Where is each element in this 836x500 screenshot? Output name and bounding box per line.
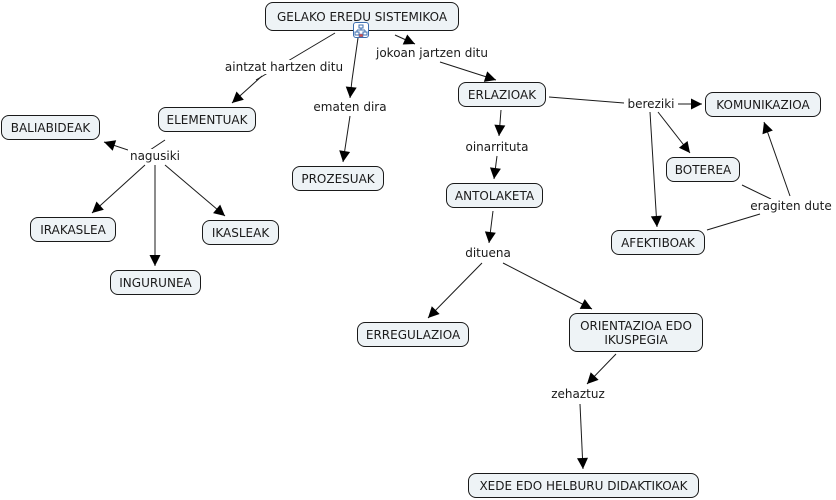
link-ematen-dira[interactable]: ematen dira (311, 100, 389, 114)
concept-label: XEDE EDO HELBURU DIDAKTIKOAK (479, 478, 688, 493)
edge-nagusiki-to-irakaslea (91, 164, 146, 214)
arrowhead-icon (345, 86, 357, 98)
concept-label: ANTOLAKETA (454, 188, 535, 203)
link-nagusiki[interactable]: nagusiki (127, 149, 183, 163)
arrowhead-icon (428, 306, 440, 318)
hierarchy-glyph (354, 24, 368, 38)
concept-label: BALIABIDEAK (10, 120, 91, 135)
arrowhead-icon (339, 150, 351, 162)
concept-elementuak[interactable]: ELEMENTUAK (158, 107, 256, 132)
link-jokoan-jartzen-ditu[interactable]: jokoan jartzen ditu (373, 46, 491, 60)
arrowhead-icon (92, 201, 104, 213)
concept-map-hierarchy-icon[interactable] (353, 22, 369, 38)
link-oinarrituta[interactable]: oinarrituta (463, 140, 531, 154)
link-zehaztuz[interactable]: zehaztuz (549, 387, 607, 401)
edge-erlazioak-to-bereziki (548, 96, 625, 104)
concept-label: AFEKTIBOAK (621, 235, 695, 250)
edge-afektiboak-to-eragiten (706, 213, 761, 231)
arrowhead-icon (576, 457, 588, 469)
arrowhead-icon (762, 122, 773, 135)
edge-boterea-to-eragiten (741, 184, 772, 200)
concept-afektiboak[interactable]: AFEKTIBOAK (611, 230, 705, 255)
link-eragiten-dute[interactable]: eragiten dute (748, 199, 834, 213)
concept-ikasleak[interactable]: IKASLEAK (202, 220, 279, 245)
arrowhead-icon (650, 215, 662, 227)
concept-orientazioa-edo-ikuspegia[interactable]: ORIENTAZIOA EDO IKUSPEGIA (569, 313, 703, 352)
arrowhead-icon (104, 140, 117, 151)
link-dituena[interactable]: dituena (463, 246, 513, 260)
link-bereziki[interactable]: bereziki (625, 97, 677, 111)
concept-label: IKASLEAK (211, 225, 270, 240)
edge-bereziki-to-afektiboak (649, 111, 658, 228)
arrowhead-icon (691, 98, 702, 110)
edge-eragiten-to-komunikazioa (763, 121, 791, 197)
arrowhead-icon (232, 91, 244, 103)
arrowhead-icon (483, 71, 496, 82)
concept-antolaketa[interactable]: ANTOLAKETA (446, 183, 543, 208)
concept-label: PROZESUAK (301, 171, 375, 186)
arrowhead-icon (489, 167, 501, 179)
arrowhead-icon (579, 299, 592, 309)
arrowhead-icon (494, 124, 506, 136)
concept-label: ELEMENTUAK (166, 112, 248, 127)
edge-nagusiki-to-ikasleak (164, 164, 226, 217)
concept-label: ERREGULAZIOA (365, 327, 461, 342)
concept-komunikazioa[interactable]: KOMUNIKAZIOA (705, 92, 821, 117)
concept-label: BOTEREA (674, 162, 732, 177)
concept-ingurunea[interactable]: INGURUNEA (110, 270, 201, 295)
concept-xede-edo-helburu-didaktikoak[interactable]: XEDE EDO HELBURU DIDAKTIKOAK (468, 473, 699, 498)
concept-label: INGURUNEA (119, 275, 192, 290)
concept-label: KOMUNIKAZIOA (716, 97, 810, 112)
edge-elementuak-to-nagusiki (149, 139, 166, 151)
concept-prozesuak[interactable]: PROZESUAK (292, 166, 384, 191)
concept-label: IRAKASLEA (40, 222, 106, 237)
arrowhead-icon (678, 140, 690, 153)
concept-boterea[interactable]: BOTEREA (666, 157, 740, 182)
edge-dituena-to-orientazioa (502, 262, 593, 310)
arrowhead-icon (213, 204, 225, 216)
edge-dituena-to-erregulazioa (427, 262, 483, 319)
arrowhead-icon (484, 231, 496, 243)
concept-erregulazioa[interactable]: ERREGULAZIOA (357, 322, 469, 347)
edge-root-to-ematen-line (351, 37, 359, 81)
concept-label: ORIENTAZIOA EDO IKUSPEGIA (580, 318, 692, 347)
concept-label: ERLAZIOAK (467, 87, 537, 102)
concept-erlazioak[interactable]: ERLAZIOAK (458, 82, 546, 107)
link-aintzat-hartzen-ditu[interactable]: aintzat hartzen ditu (222, 60, 346, 74)
concept-irakaslea[interactable]: IRAKASLEA (30, 217, 116, 242)
arrowhead-icon (587, 372, 599, 384)
concept-label: GELAKO EREDU SISTEMIKOA (276, 9, 448, 24)
arrowhead-icon (402, 34, 415, 45)
arrowhead-icon (149, 255, 161, 266)
concept-baliabideak[interactable]: BALIABIDEAK (1, 115, 100, 140)
